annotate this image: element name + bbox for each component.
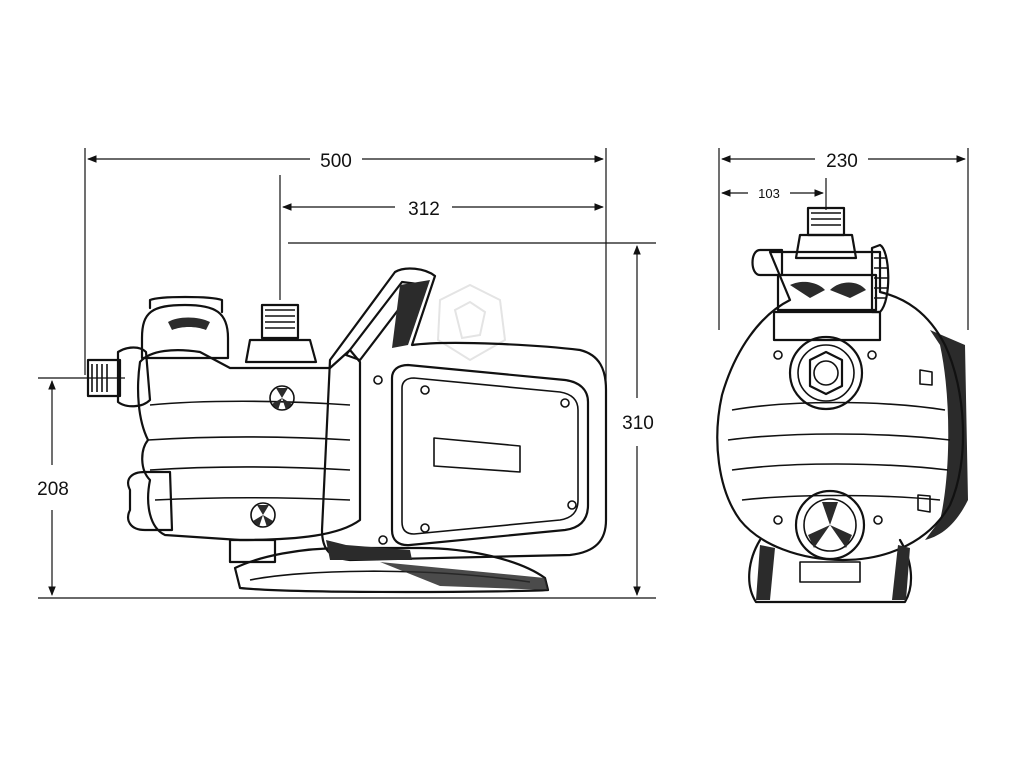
front-view-dimensions: 230 103 (718, 148, 969, 330)
dim-208-label: 208 (37, 479, 69, 500)
dim-103-label: 103 (758, 186, 780, 201)
dim-310-label: 310 (622, 413, 654, 434)
pump-front-view (716, 206, 968, 604)
watermark-logo (436, 283, 507, 362)
side-view-dimensions: 500 312 310 208 (37, 148, 656, 599)
dim-500-label: 500 (320, 151, 352, 172)
pump-side-view (86, 267, 608, 594)
dim-312-label: 312 (408, 199, 440, 220)
dim-230-label: 230 (826, 151, 858, 172)
